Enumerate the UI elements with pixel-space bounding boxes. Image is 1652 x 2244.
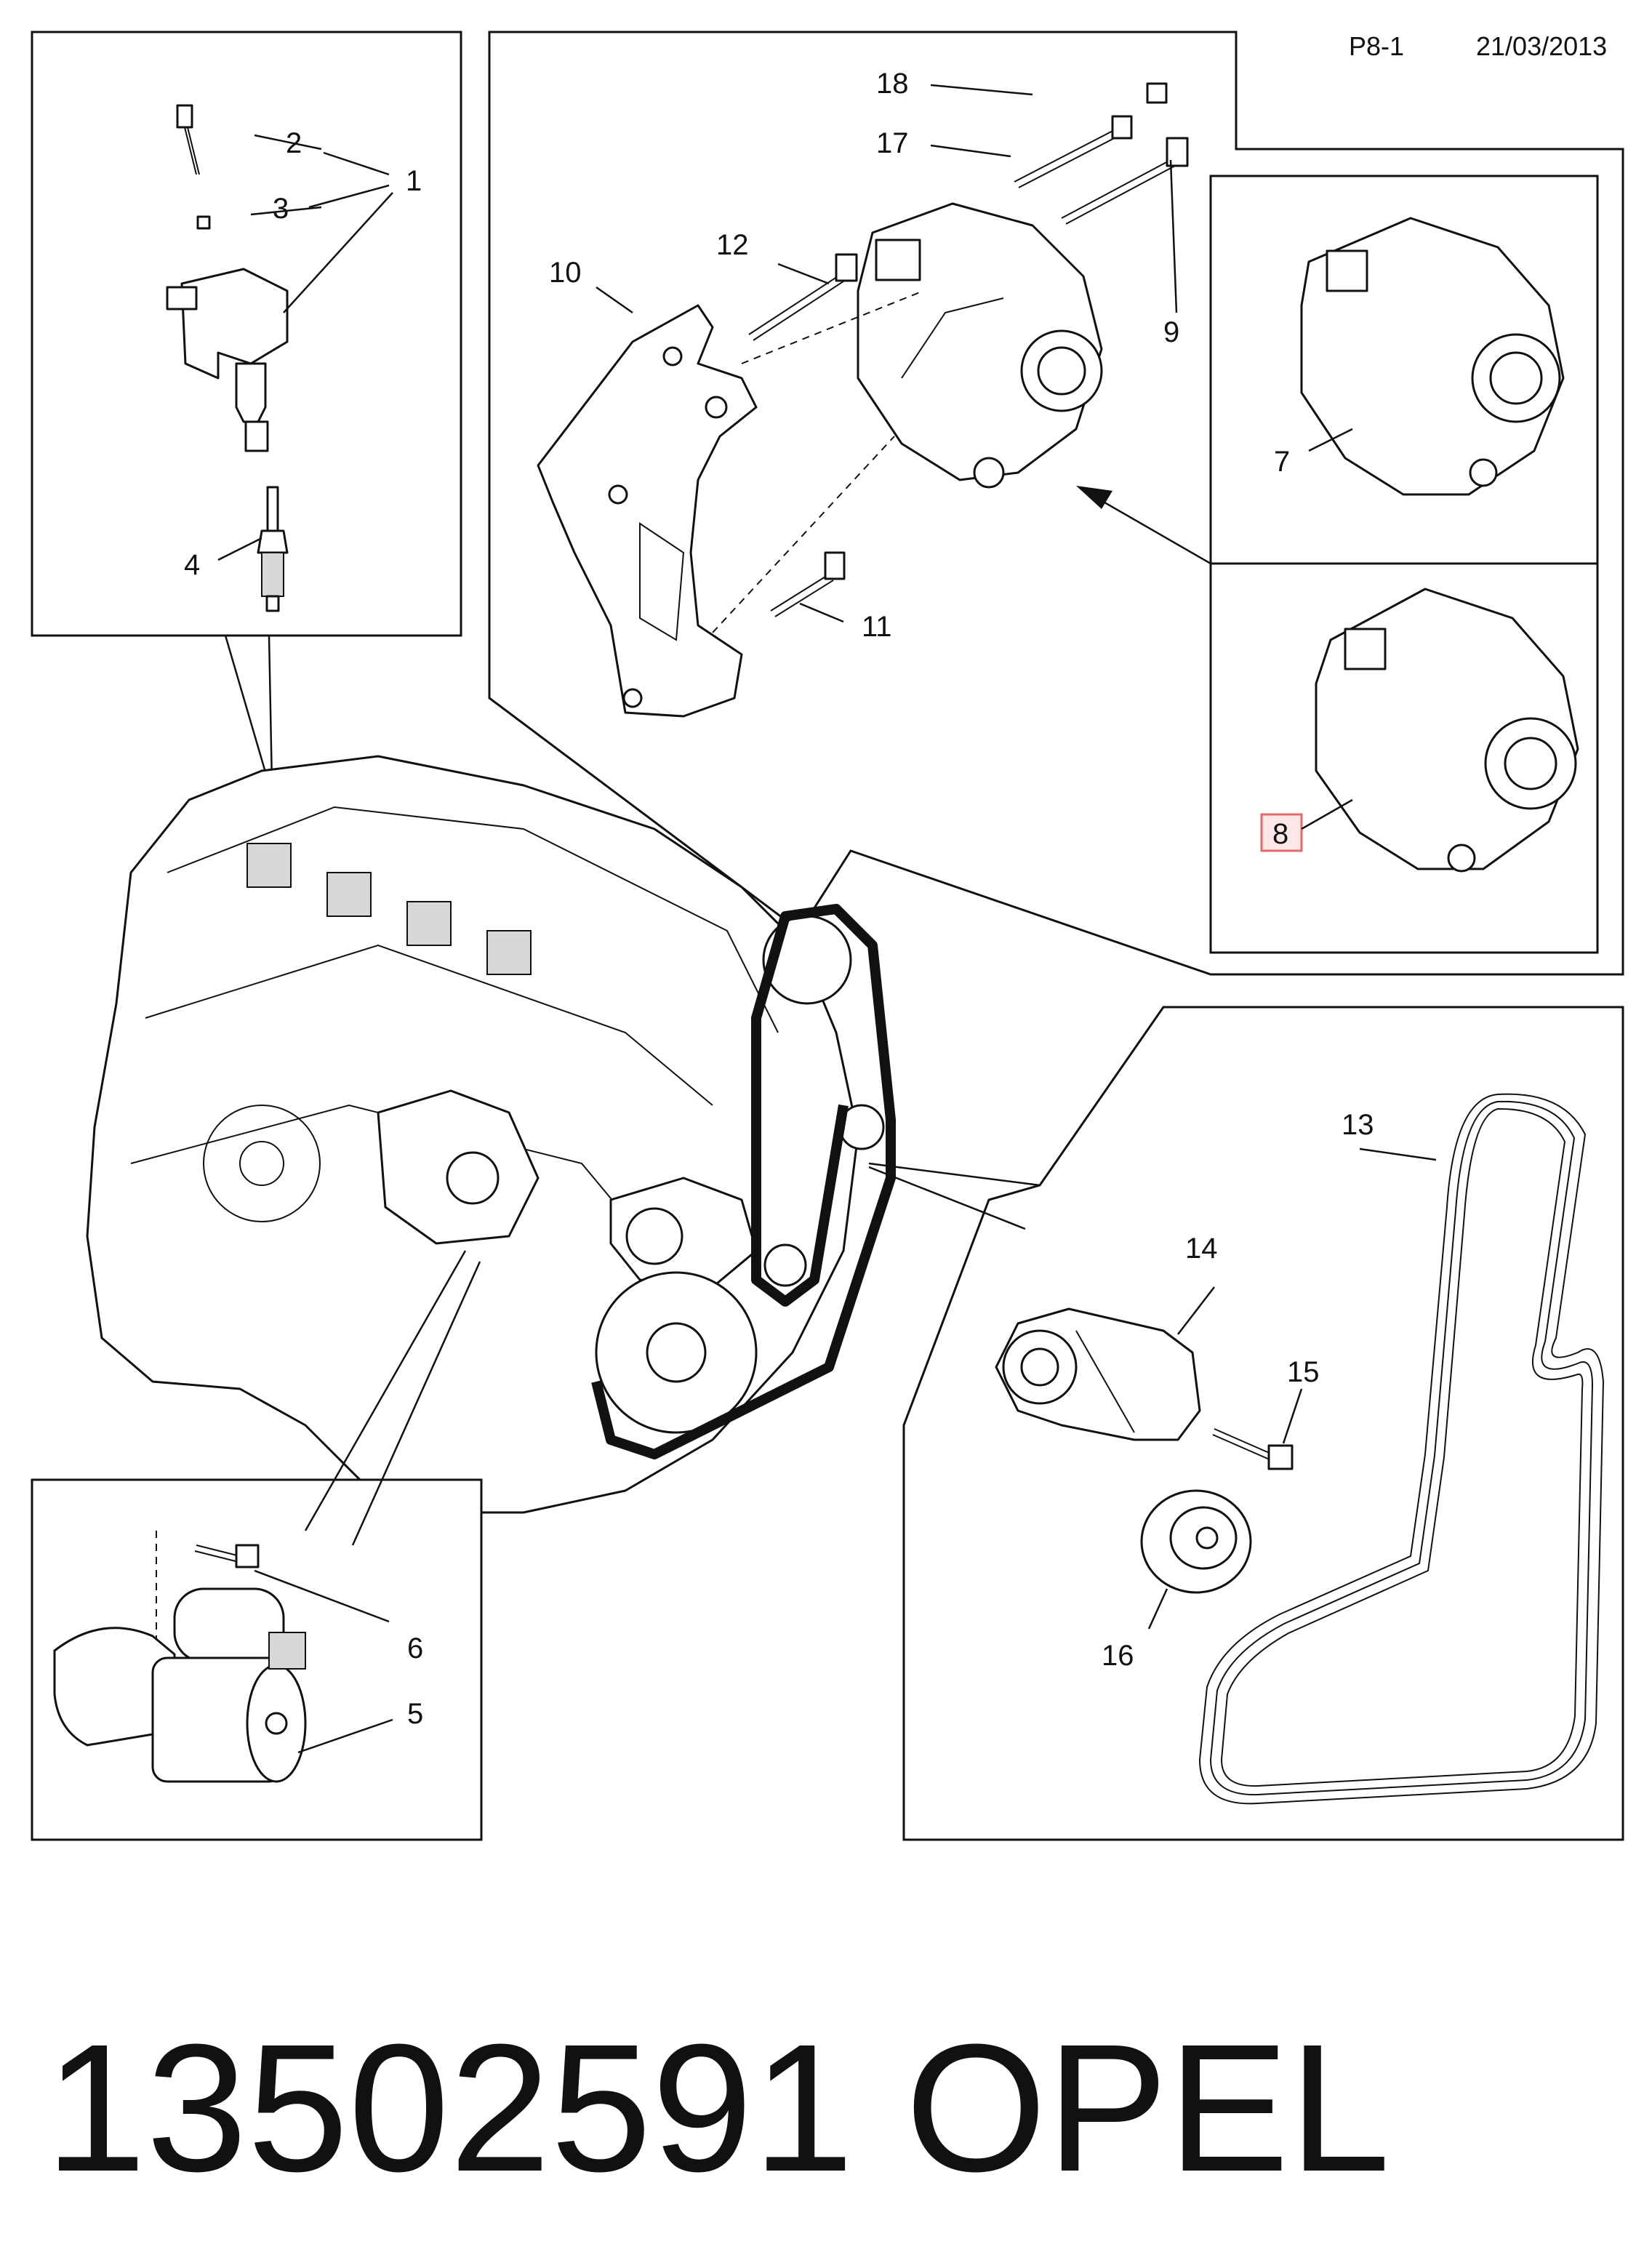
callout-1: 1 xyxy=(406,165,422,197)
brand-name: OPEL xyxy=(905,2006,1390,2209)
starter-bolt xyxy=(194,1544,260,1568)
callout-12: 12 xyxy=(716,229,749,261)
alternator-nut-18 xyxy=(1146,82,1168,104)
belt-tensioner xyxy=(995,1307,1201,1441)
callout-6: 6 xyxy=(407,1632,423,1664)
alternator-variant-7-panel: 7 xyxy=(1209,175,1599,565)
starter-motor-panel: 6 5 xyxy=(31,1250,483,1841)
callout-4: 4 xyxy=(184,549,200,581)
alternator-variant-7 xyxy=(1300,217,1565,496)
part-number: 13502591 xyxy=(45,2006,854,2209)
callout-14: 14 xyxy=(1185,1233,1218,1265)
callout-8: 8 xyxy=(1272,818,1288,850)
callout-2: 2 xyxy=(286,127,302,159)
callout-9: 9 xyxy=(1163,316,1179,348)
page-code: P8-1 xyxy=(1349,31,1404,61)
alternator-variant-8 xyxy=(1315,588,1579,873)
serpentine-belt xyxy=(1198,1093,1605,1805)
mounting-bracket xyxy=(537,304,758,718)
belt-tensioner-panel: 13 14 15 16 xyxy=(868,1006,1624,1841)
diagram-date: 21/03/2013 xyxy=(1476,31,1607,61)
bracket-bolt-11 xyxy=(770,551,846,617)
bracket-bolt-12 xyxy=(748,253,858,341)
starter-motor xyxy=(53,1587,307,1783)
alternator-variant-8-panel: 8 xyxy=(1209,562,1599,954)
callout-17: 17 xyxy=(876,127,909,159)
coil-spacer xyxy=(196,215,211,230)
callout-5: 5 xyxy=(407,1698,423,1730)
callout-10: 10 xyxy=(549,257,582,289)
idler-pulley xyxy=(1140,1489,1252,1594)
spark-plug xyxy=(257,486,289,612)
callout-13: 13 xyxy=(1342,1109,1374,1141)
callout-11: 11 xyxy=(862,611,892,643)
coil-bolt xyxy=(176,104,200,175)
callout-16: 16 xyxy=(1102,1640,1134,1672)
engine-assembly xyxy=(86,755,896,1514)
ignition-coil xyxy=(166,268,289,452)
alternator-mounted xyxy=(857,202,1103,489)
alternator-bolt-17 xyxy=(1014,115,1133,188)
ignition-coil-panel: 2 1 3 4 xyxy=(31,31,462,822)
callout-3: 3 xyxy=(273,193,289,225)
callout-7: 7 xyxy=(1274,446,1290,478)
callout-18: 18 xyxy=(876,68,909,100)
variant-arrow xyxy=(1076,486,1211,565)
tensioner-bolt xyxy=(1212,1428,1294,1470)
callout-15: 15 xyxy=(1287,1356,1320,1388)
